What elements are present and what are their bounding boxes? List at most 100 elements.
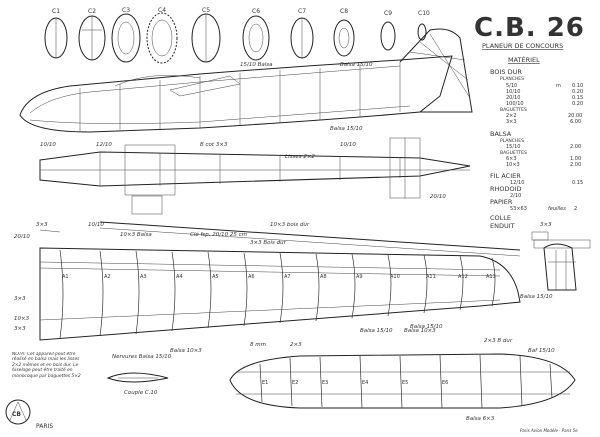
material-size: 10/10 <box>506 89 520 95</box>
material-qty: 6.00 <box>570 119 581 125</box>
annotation: B cot 3×3 <box>200 142 228 148</box>
material-qty: 1.00 <box>570 156 581 162</box>
annotation: 3×3 <box>14 326 26 332</box>
annotation: 3×3 Bois dur <box>250 240 287 246</box>
rib-label: A7 <box>284 274 291 280</box>
former-c4: C4 <box>146 7 178 64</box>
annotation: Baf 15/10 <box>528 348 555 354</box>
annotation: 20/10 <box>14 234 30 240</box>
rib-label: A10 <box>390 274 400 280</box>
footer-paris: PARIS <box>36 423 53 430</box>
material-size: 2×2 <box>506 113 517 119</box>
annotation: Balsa 10×3 <box>404 328 436 334</box>
material-size: 20/10 <box>506 95 520 101</box>
rib-section-detail: 3×3 <box>531 222 591 291</box>
rib-label: A12 <box>458 274 468 280</box>
material-sub: BAGUETTES <box>500 107 527 113</box>
former-label: C1 <box>52 8 60 15</box>
annotation: Couple C.10 <box>124 390 158 396</box>
plan-title: C.B. 26 <box>474 13 585 43</box>
tailplane-plan-view: E1 E2 E3 E4 E5 E6 Balsa 15/10 2×3 8 mm 2… <box>229 324 576 422</box>
former-c8: C8 <box>333 8 355 57</box>
material-size: 15/10 <box>506 144 520 150</box>
fuselage-side-view: 15/10 Balsa Balsa 15/10 Lisses 2×2 Balsa… <box>19 28 473 160</box>
rib-label: A13 <box>486 274 496 280</box>
material-rhodoid: RHODOID <box>490 185 522 193</box>
material-qty: 0.15 <box>572 95 583 101</box>
rib-label: A2 <box>104 274 111 280</box>
logo-text: CB <box>12 411 21 418</box>
former-label: C6 <box>252 8 260 15</box>
former-label: C5 <box>202 7 210 14</box>
material-size: 12/10 <box>510 180 524 186</box>
former-c9: C9 <box>380 10 396 51</box>
rib-label: A1 <box>62 274 69 280</box>
annotation: 3×3 <box>14 296 26 302</box>
material-size: 6×3 <box>506 156 517 162</box>
material-qty: 2.00 <box>570 162 581 168</box>
annotation: 10×3 bois dur <box>270 222 310 228</box>
fuselage-formers: C1 C2 C3 C4 C5 C6 <box>44 7 430 64</box>
annotation: Balsa 15/10 <box>360 328 393 334</box>
material-sub: PLANCHES <box>500 76 524 82</box>
annotation: Balsa 15/10 <box>330 126 363 132</box>
annotation: Nervures Balsa 15/10 <box>112 354 172 360</box>
former-c5: C5 <box>191 7 221 63</box>
material-qty: 0.15 <box>572 180 583 186</box>
material-size: 10×3 <box>506 162 520 168</box>
material-size: 3×3 <box>506 119 517 125</box>
build-note: NOTA: Cet appareil peut être réalisé en … <box>12 352 81 379</box>
annotation: 3×3 <box>540 222 552 228</box>
former-label: C7 <box>298 8 306 15</box>
rib-label: A6 <box>248 274 255 280</box>
material-qty: 0.10 <box>572 83 583 89</box>
former-c10: C10 <box>417 10 430 41</box>
rib-label: A9 <box>356 274 363 280</box>
title-block: C.B. 26 PLANEUR DE CONCOURS <box>474 13 585 50</box>
annotation: Balsa 15/10 <box>410 324 443 330</box>
tail-rib-label: E3 <box>322 380 328 386</box>
material-size: 100/10 <box>506 101 524 107</box>
annotation: 2×3 B dur <box>484 338 513 344</box>
tail-rib-label: E5 <box>402 380 408 386</box>
material-unit: feuilles <box>548 206 566 212</box>
plan-subtitle: PLANEUR DE CONCOURS <box>482 42 563 50</box>
tail-rib-label: E6 <box>442 380 448 386</box>
wing-plan-view: A1 A2 A3 A4 A5 A6 A7 A8 A9 A10 A11 A12 A… <box>14 234 553 360</box>
brand-logo: CB <box>5 399 31 425</box>
annotation: 8 mm <box>250 342 266 348</box>
material-balsa: BALSA <box>490 130 512 138</box>
footer-imprint: Paris Avion Modèle · Paris 5e <box>520 428 578 433</box>
annotation: 10×3 <box>14 316 30 322</box>
former-c1: C1 <box>44 8 68 59</box>
material-size: 2/10 <box>510 193 521 199</box>
former-label: C4 <box>158 7 166 14</box>
former-c2: C2 <box>78 8 106 61</box>
spar-details: 3×3 Clé fsp. 20/10 25 cm 10×3 bois dur 1… <box>36 221 521 257</box>
rib-label: A4 <box>176 274 183 280</box>
material-sub: BAGUETTES <box>500 150 527 156</box>
annotation: Balsa 10×3 <box>170 348 202 354</box>
tail-rib-label: E1 <box>262 380 268 386</box>
material-papier: PAPIER <box>490 198 513 206</box>
former-label: C9 <box>384 10 392 17</box>
annotation: 20/10 <box>430 194 446 200</box>
former-label: C3 <box>122 7 130 14</box>
materials-list: MATÉRIEL BOIS DUR PLANCHES 5/10 m 0.10 1… <box>490 55 583 230</box>
material-qty: 2.00 <box>570 144 581 150</box>
material-bois-dur: BOIS DUR <box>490 68 522 76</box>
annotation: 10×3 Balsa <box>120 232 152 238</box>
material-size: 5/10 <box>506 83 517 89</box>
annotation: Balsa 15/10 <box>520 294 553 300</box>
fuselage-top-view: 10/10 12/10 B cot 3×3 10/10 20/10 <box>39 137 471 215</box>
annotation: Lisses 2×2 <box>285 154 315 160</box>
former-c6: C6 <box>242 8 270 61</box>
annotation: Balsa 15/10 <box>340 62 373 68</box>
annotation: 10/10 <box>88 222 104 228</box>
annotation: 15/10 Balsa <box>240 62 273 68</box>
rib-label: A5 <box>212 274 219 280</box>
annotation: Balsa 6×3 <box>466 416 495 422</box>
annotation: Clé fsp. 20/10 25 cm <box>190 231 247 238</box>
